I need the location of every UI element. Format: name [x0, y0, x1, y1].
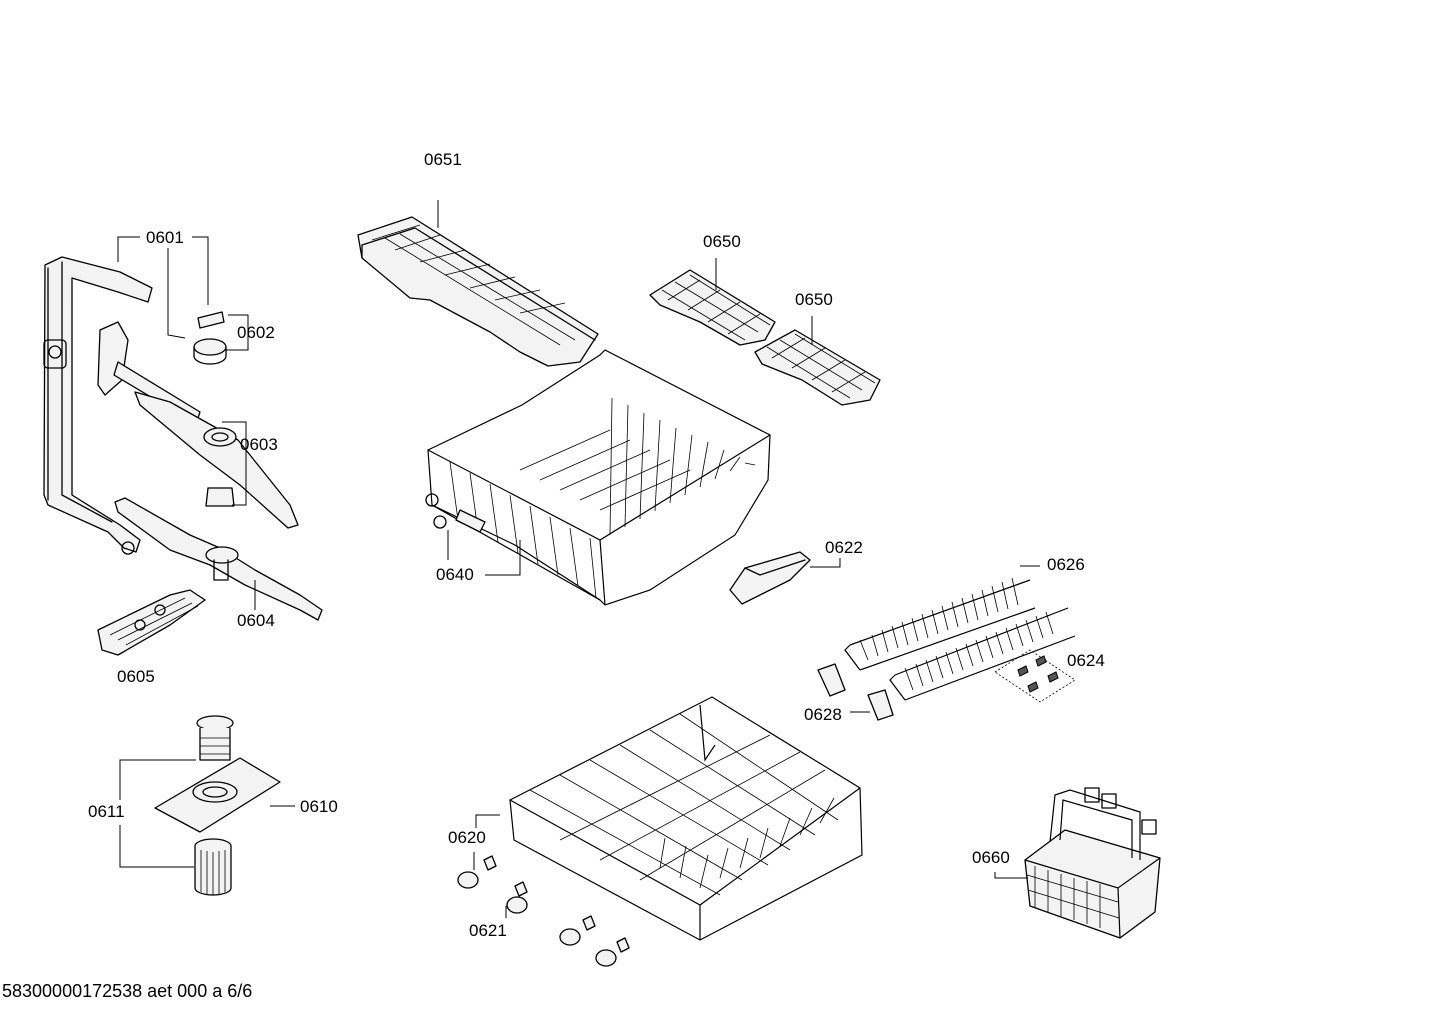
label-0626: 0626: [1047, 555, 1085, 574]
label-0602: 0602: [237, 323, 275, 342]
part-0601-supply-pipe: [43, 256, 153, 555]
label-0611: 0611: [88, 802, 125, 821]
label-0604: 0604: [237, 611, 275, 630]
part-0622-rail-cap: [729, 551, 841, 605]
label-0640: 0640: [436, 565, 474, 584]
label-0660: 0660: [972, 848, 1010, 867]
label-0601: 0601: [146, 228, 184, 247]
label-0651: 0651: [424, 150, 462, 169]
part-0650-insert-b: [754, 316, 881, 406]
leader-0611: [119, 759, 295, 868]
part-0628-runners: [817, 663, 894, 721]
label-0621: 0621: [469, 921, 507, 940]
part-0610-micro-filter: [154, 715, 281, 833]
part-0602-nozzle-parts: [193, 311, 249, 365]
part-0651-cutlery-drawer: [357, 200, 599, 367]
part-0660-cutlery-basket: [994, 787, 1161, 939]
leader-0601: [117, 236, 209, 339]
label-0605: 0605: [117, 667, 155, 686]
part-0626-folding-rack-b: [889, 607, 1076, 701]
label-0624: 0624: [1067, 651, 1105, 670]
label-0650-a: 0650: [703, 232, 741, 251]
label-0610: 0610: [300, 797, 338, 816]
part-0603-upper-spray-arm: [97, 321, 299, 529]
part-0620-0621-wheels: [457, 814, 630, 967]
document-code: 58300000172538 aet 000 a 6/6: [2, 981, 253, 1001]
part-0604-lower-spray-arm: [114, 497, 323, 621]
part-0650-insert-a: [649, 258, 776, 346]
label-0603: 0603: [240, 435, 278, 454]
part-0611-coarse-filter: [194, 838, 232, 896]
label-0650-b: 0650: [795, 290, 833, 309]
label-0628: 0628: [804, 705, 842, 724]
part-0640-upper-basket: [425, 349, 771, 606]
label-0622: 0622: [825, 538, 863, 557]
part-0626-folding-rack-a: [844, 577, 1036, 671]
part-0605-filter-plate: [97, 589, 206, 656]
part-0624-clips: [994, 649, 1076, 703]
part-lower-basket: [509, 696, 863, 941]
label-0620: 0620: [448, 828, 486, 847]
